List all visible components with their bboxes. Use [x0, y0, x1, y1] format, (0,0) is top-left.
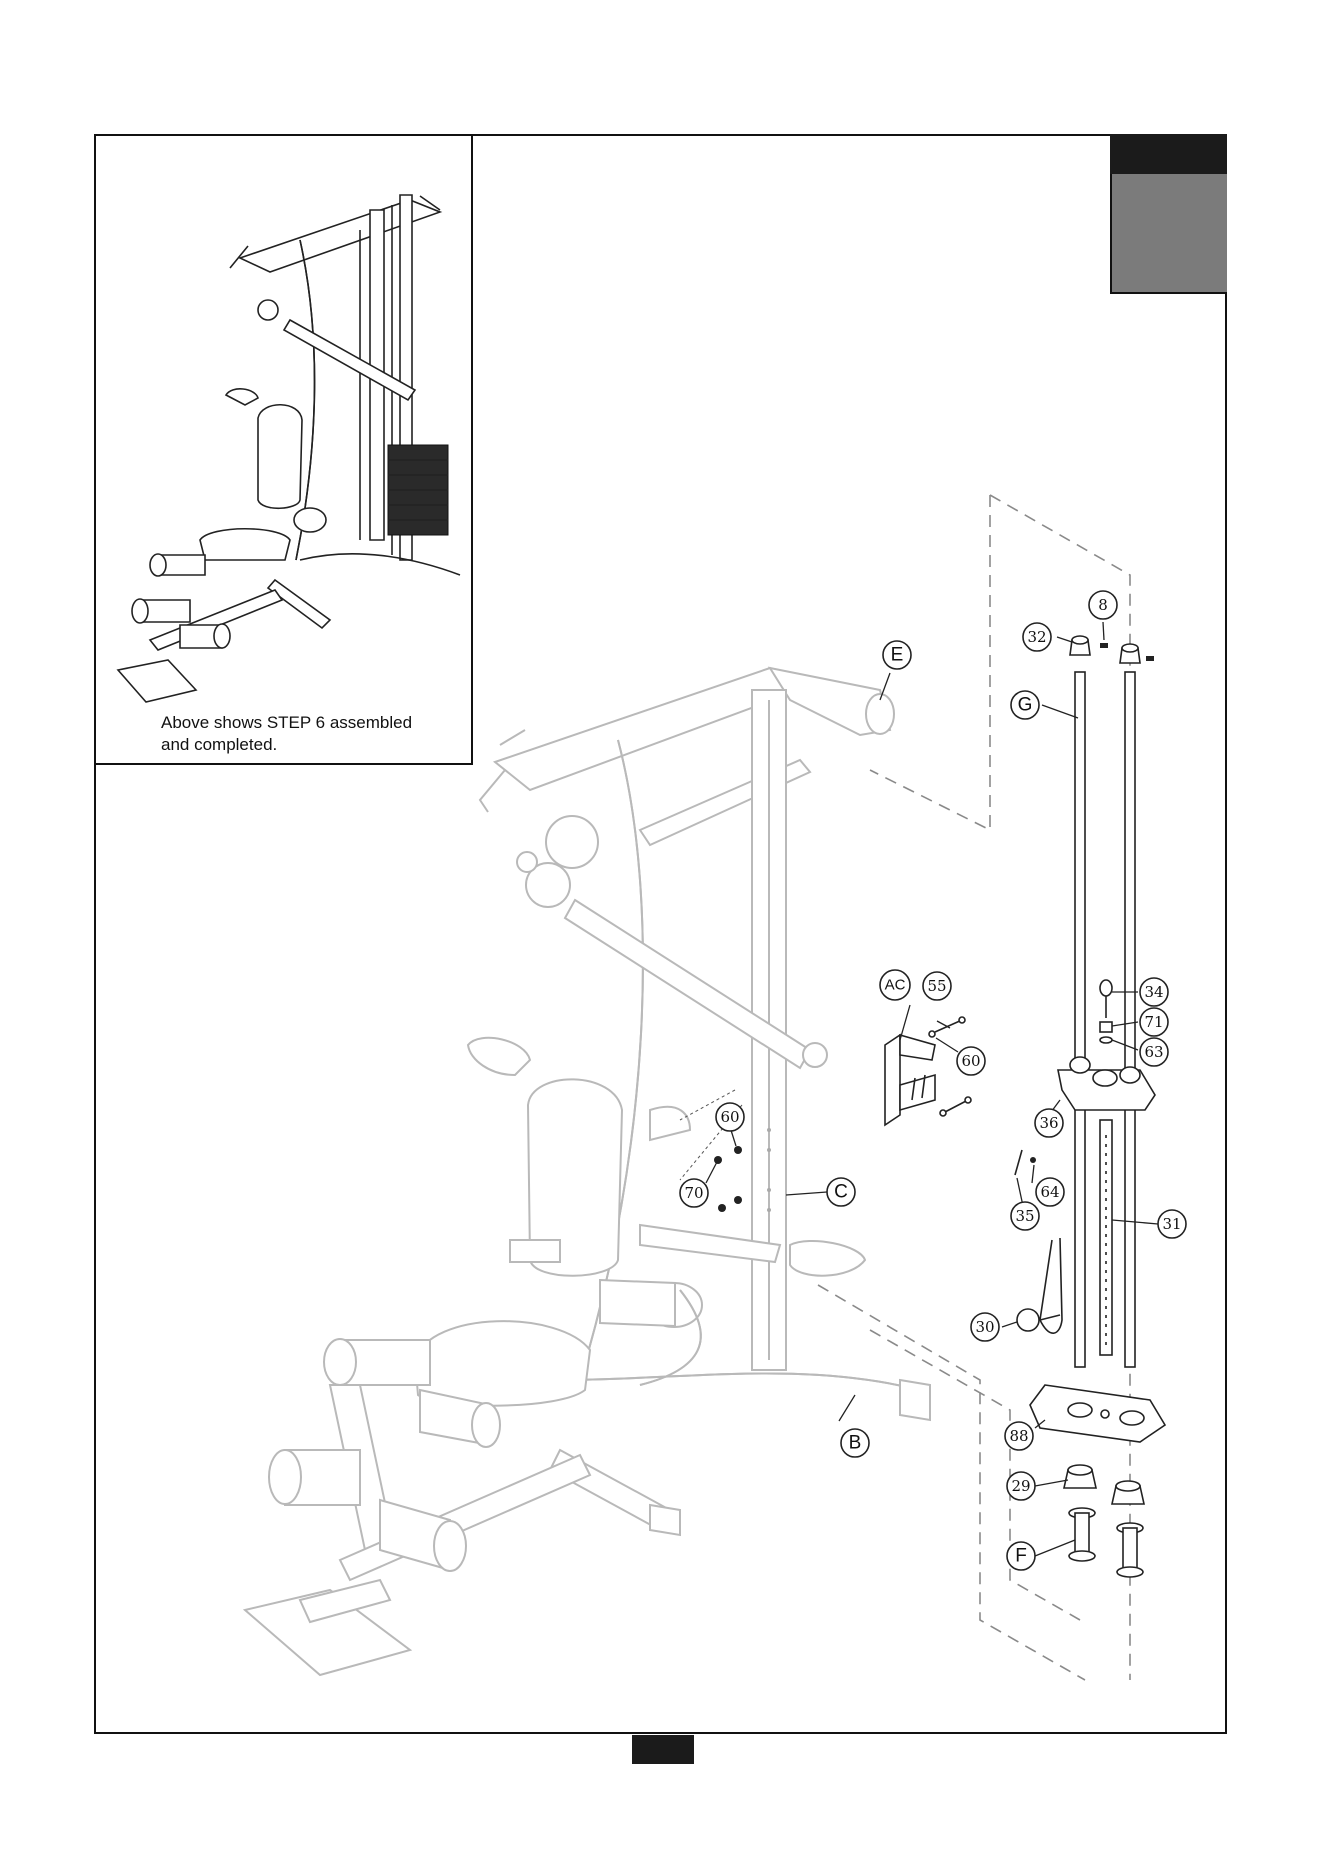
selector-rod-31: [1100, 1120, 1112, 1355]
spacers-f: [1069, 1508, 1143, 1577]
callout-60-right: 60: [957, 1047, 985, 1075]
callout-55: 55: [923, 972, 951, 1000]
callout-60-left: 60: [716, 1103, 744, 1131]
callout-34: 34: [1140, 978, 1168, 1006]
svg-text:8: 8: [1098, 596, 1108, 614]
svg-text:C: C: [834, 1182, 848, 1203]
callout-ac: AC: [880, 970, 910, 1000]
svg-text:64: 64: [1040, 1183, 1059, 1201]
svg-text:63: 63: [1144, 1043, 1163, 1061]
inset-machine-illustration: [118, 195, 460, 702]
svg-text:35: 35: [1015, 1207, 1034, 1225]
inset-caption-line-2: and completed.: [161, 734, 412, 756]
inset-caption-line-1: Above shows STEP 6 assembled: [161, 712, 412, 734]
callout-8: 8: [1089, 591, 1117, 619]
svg-text:F: F: [1015, 1546, 1027, 1567]
svg-text:32: 32: [1027, 628, 1046, 646]
callout-c: C: [827, 1178, 855, 1206]
svg-text:E: E: [891, 645, 904, 666]
callout-88: 88: [1005, 1422, 1033, 1450]
callout-36: 36: [1035, 1109, 1063, 1137]
svg-text:36: 36: [1039, 1114, 1058, 1132]
callout-g: G: [1011, 691, 1039, 719]
svg-text:55: 55: [927, 977, 946, 995]
svg-text:B: B: [849, 1433, 862, 1454]
callout-64: 64: [1036, 1178, 1064, 1206]
svg-text:31: 31: [1162, 1215, 1181, 1233]
bumpers-29: [1064, 1465, 1144, 1504]
inset-caption: Above shows STEP 6 assembled and complet…: [161, 712, 412, 756]
svg-text:60: 60: [961, 1052, 980, 1070]
bottom-plate-88: [1030, 1385, 1165, 1442]
svg-text:AC: AC: [885, 977, 906, 994]
svg-text:34: 34: [1144, 983, 1163, 1001]
callout-31: 31: [1158, 1210, 1186, 1238]
main-machine-ghost: [245, 668, 930, 1675]
callout-35: 35: [1011, 1202, 1039, 1230]
callout-e: E: [883, 641, 911, 669]
svg-text:29: 29: [1011, 1477, 1030, 1495]
callout-63: 63: [1140, 1038, 1168, 1066]
callout-29: 29: [1007, 1472, 1035, 1500]
svg-text:G: G: [1018, 695, 1033, 716]
svg-text:60: 60: [720, 1108, 739, 1126]
nuts-washers-60-70: [714, 1146, 742, 1212]
callout-f: F: [1007, 1542, 1035, 1570]
callout-b: B: [841, 1429, 869, 1457]
svg-text:70: 70: [684, 1184, 703, 1202]
callout-70: 70: [680, 1179, 708, 1207]
callout-32: 32: [1023, 623, 1051, 651]
selector-pin-30: [1017, 1238, 1062, 1333]
callout-30: 30: [971, 1313, 999, 1341]
bracket-ac: [885, 1035, 935, 1125]
top-plate-36: [1058, 1057, 1155, 1110]
svg-text:71: 71: [1144, 1013, 1163, 1031]
callout-71: 71: [1140, 1008, 1168, 1036]
svg-text:88: 88: [1009, 1427, 1028, 1445]
svg-text:30: 30: [975, 1318, 994, 1336]
eye-bolt-34-nut-71-washer-63: [1100, 980, 1112, 1043]
